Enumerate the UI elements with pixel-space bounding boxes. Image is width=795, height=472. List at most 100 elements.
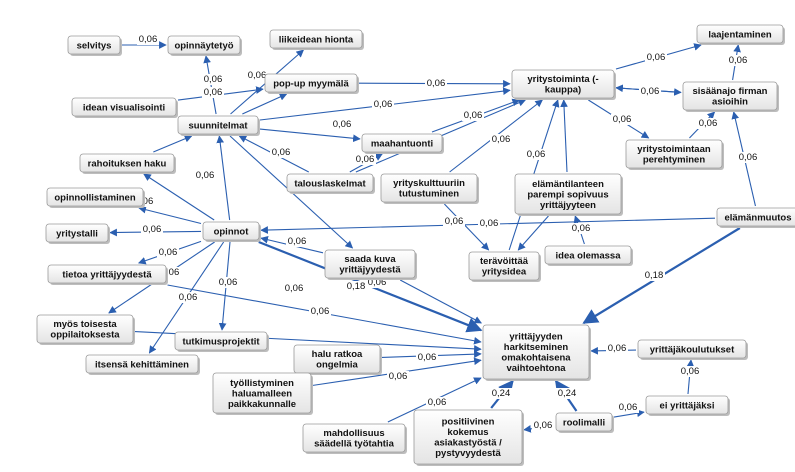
edge-labels-layer: 0,06 0,06 0,06 0,06 0,06 0,06 0,06 0,06 0,06 0,06…: [133, 34, 759, 431]
node-idean_visualisointi[interactable]: idean visualisointi: [71, 97, 178, 118]
edges-layer: [108, 41, 756, 433]
edge-label-background: [737, 152, 759, 163]
node-rahoituksen_haku[interactable]: rahoituksen haku: [79, 153, 176, 174]
node-label-line: haluamalleen: [232, 388, 292, 399]
node-label-line: kauppa): [545, 85, 581, 96]
node-itsensa[interactable]: itsensä kehittäminen: [85, 354, 200, 375]
node-label-line: opinnot: [214, 226, 250, 237]
node-label-line: tietoa yrittäjyydestä: [62, 269, 152, 280]
node-box: [413, 409, 523, 465]
edge-weight-label: 0,06: [679, 366, 701, 377]
node-box: [67, 35, 121, 55]
node-label-line: yrittäjyydestä: [339, 265, 401, 276]
node-label-line: opinnäytetyö: [174, 40, 233, 51]
node-label-line: elämäntilanteen: [532, 179, 604, 190]
edge-weight-text: 0,06: [196, 170, 215, 181]
node-box: [47, 264, 167, 284]
node-ei_yrittajaksi[interactable]: ei yrittäjäksi: [645, 395, 730, 416]
node-popup[interactable]: pop-up myymälä: [264, 73, 359, 94]
node-label-line: sisäänajo firman: [693, 86, 768, 97]
edge-label-background: [416, 352, 438, 363]
node-box: [212, 372, 312, 414]
node-box: [380, 173, 478, 203]
edge-weight-text: 0,06: [480, 218, 499, 229]
node-liikeidean_hionta[interactable]: liikeidean hionta: [269, 29, 364, 50]
node-suunnitelmat[interactable]: suunnitelmat: [177, 115, 260, 136]
edge-weight-text: 0,06: [143, 224, 162, 235]
edge-label-background: [532, 420, 554, 431]
node-yrittajakoulutukset[interactable]: yrittäjäkoulutukset: [637, 339, 748, 360]
edge-label-background: [478, 218, 500, 229]
edge-weight-text: 0,06: [527, 149, 546, 160]
edge-label-background: [246, 70, 268, 81]
edge-weight-text: 0,18: [347, 281, 366, 292]
node-tietoa[interactable]: tietoa yrittäjyydestä: [47, 264, 168, 285]
edge-weight-text: 0,06: [427, 78, 446, 89]
edge-weight-text: 0,06: [139, 34, 158, 45]
edge-weight-label: 0,06: [141, 224, 163, 235]
node-yritystoiminta[interactable]: yritystoiminta (-kauppa): [511, 69, 616, 100]
node-talouslaskelmat[interactable]: talouslaskelmat: [286, 173, 375, 194]
edge-label-background: [426, 397, 448, 408]
node-elamanmuutos[interactable]: elämänmuutos: [716, 207, 795, 228]
node-box: [269, 29, 363, 49]
node-box: [544, 245, 632, 265]
edge-weight-label: 0,06: [246, 70, 268, 81]
node-label-line: tutustuminen: [399, 189, 459, 200]
node-label-line: yritysidea: [482, 267, 527, 278]
edge-weight-label: 0,06: [570, 223, 592, 234]
edge-weight-text: 0,06: [418, 352, 437, 363]
node-label-line: roolimalli: [563, 417, 605, 428]
node-label-line: mahdollisuus: [323, 428, 384, 439]
node-opinnaytetyo[interactable]: opinnäytetyö: [167, 35, 242, 56]
node-opinnot[interactable]: opinnot: [202, 221, 261, 242]
edge-line: [517, 215, 549, 251]
edge-label-background: [570, 223, 592, 234]
node-box: [625, 139, 723, 169]
edge-weight-label: 0,06: [159, 267, 181, 278]
node-idea_olemassa[interactable]: idea olemassa: [544, 245, 633, 266]
node-tutkimusprojektit[interactable]: tutkimusprojektit: [174, 331, 269, 352]
edge-label-background: [141, 224, 163, 235]
edge-weight-label: 0,06: [366, 277, 388, 288]
edge-weight-label: 0,06: [202, 74, 224, 85]
edge-weight-label: 0,06: [387, 371, 409, 382]
node-label-line: suunnitelmat: [188, 120, 248, 131]
node-yritystalli[interactable]: yritystalli: [45, 223, 110, 244]
node-label-line: parempi sopivuus: [527, 189, 608, 200]
node-selvitys[interactable]: selvitys: [67, 35, 122, 56]
edge-weight-label: 0,06: [727, 55, 749, 66]
edge-weight-text: 0,06: [356, 154, 375, 165]
node-label-line: selvitys: [77, 40, 112, 51]
node-yrittajyyden_harkitseminen[interactable]: yrittäjyydenharkitseminenomakohtaisenava…: [482, 324, 591, 381]
node-roolimalli[interactable]: roolimalli: [555, 412, 614, 433]
edge-weight-text: 0,06: [288, 236, 307, 247]
node-box: [177, 115, 259, 135]
node-label-line: vaihtoehtona: [506, 363, 566, 374]
edge-weight-label: 0,06: [425, 78, 447, 89]
node-label-line: laajentaminen: [708, 29, 772, 40]
node-opinnollistaminen[interactable]: opinnollistaminen: [46, 187, 145, 208]
edge-weight-text: 0,06: [428, 397, 447, 408]
edge-weight-label: 0,06: [202, 87, 224, 98]
edge-weight-text: 0,06: [159, 247, 178, 258]
node-laajentaminen[interactable]: laajentaminen: [696, 24, 785, 45]
edge-label-background: [490, 134, 512, 145]
node-label-line: yritystoimintaan: [637, 144, 711, 155]
edge-weight-text: 0,06: [204, 74, 223, 85]
edge-saada_kuva-to-yrittajyyden_harkitseminen: [399, 279, 482, 324]
node-label-line: pop-up myymälä: [273, 78, 349, 89]
edge-weight-text: 0,06: [534, 420, 553, 431]
node-maahantuonti[interactable]: maahantuonti: [361, 133, 444, 154]
